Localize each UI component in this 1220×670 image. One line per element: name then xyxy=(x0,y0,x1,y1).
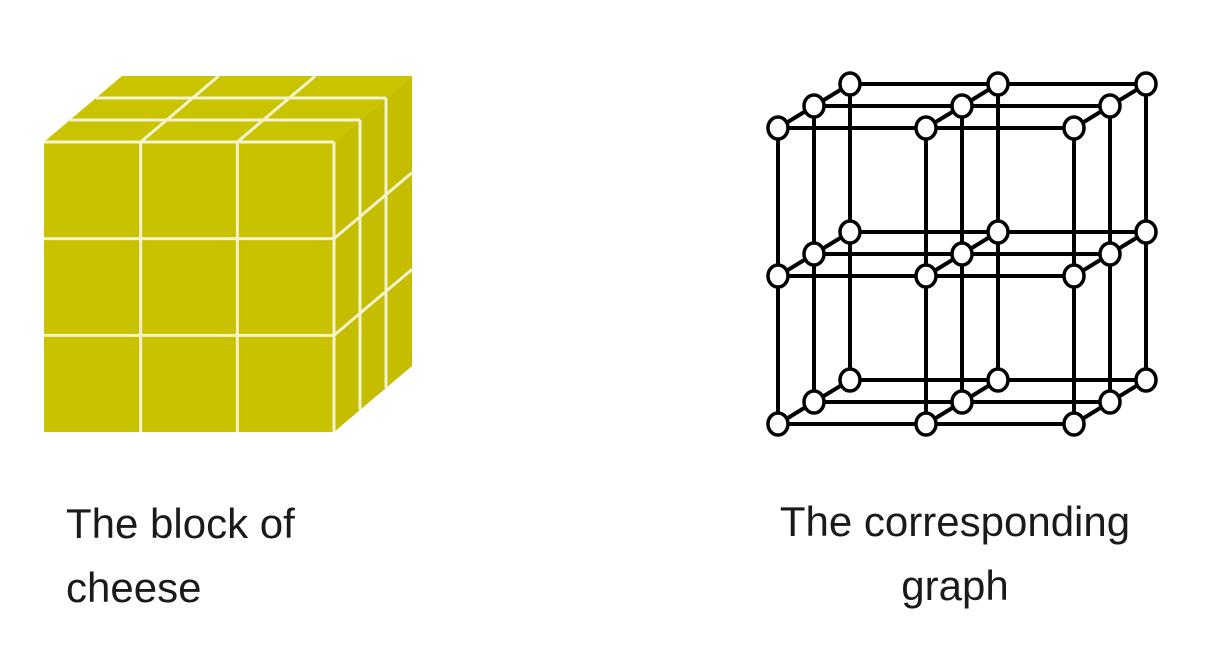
graph-node xyxy=(1062,263,1086,289)
graph-node xyxy=(950,93,974,119)
graph-node xyxy=(838,71,862,97)
graph-node xyxy=(1098,241,1122,267)
graph-node xyxy=(766,263,790,289)
cheese-caption-line-1: The block of xyxy=(66,500,295,547)
graph-node xyxy=(1062,115,1086,141)
graph-node xyxy=(914,263,938,289)
graph-node xyxy=(802,389,826,415)
cheese-caption-line-2: cheese xyxy=(66,564,202,611)
graph-caption: The corresponding graph xyxy=(752,490,1158,618)
graph-node xyxy=(838,367,862,393)
graph-node xyxy=(1098,93,1122,119)
graph-node xyxy=(1134,219,1158,245)
graph-node xyxy=(1098,389,1122,415)
cheese-cut-line xyxy=(333,171,413,240)
graph-node xyxy=(950,241,974,267)
graph-node xyxy=(766,115,790,141)
cheese-block xyxy=(44,74,413,432)
graph-node xyxy=(1134,367,1158,393)
graph-node xyxy=(802,93,826,119)
cheese-cut-line xyxy=(333,268,413,337)
graph-edges xyxy=(776,82,1148,426)
cheese-front-face xyxy=(44,142,334,432)
cheese-cut-line xyxy=(236,74,317,144)
graph-node xyxy=(914,411,938,437)
graph-node xyxy=(986,71,1010,97)
graph-caption-line-2: graph xyxy=(901,562,1009,609)
graph-node xyxy=(802,241,826,267)
graph-node xyxy=(1134,71,1158,97)
graph-node xyxy=(914,115,938,141)
graph-node xyxy=(766,411,790,437)
graph-caption-line-1: The corresponding xyxy=(779,498,1131,545)
graph-nodes xyxy=(766,71,1158,437)
cheese-caption: The block of cheese xyxy=(66,492,295,620)
graph-node xyxy=(950,389,974,415)
graph-node xyxy=(838,219,862,245)
graph-node xyxy=(986,219,1010,245)
cheese-top-face xyxy=(44,76,412,142)
graph-node xyxy=(986,367,1010,393)
lattice-graph xyxy=(766,71,1158,437)
graph-node xyxy=(1062,411,1086,437)
cheese-cut-line xyxy=(139,74,220,144)
cheese-side-face xyxy=(334,76,412,432)
